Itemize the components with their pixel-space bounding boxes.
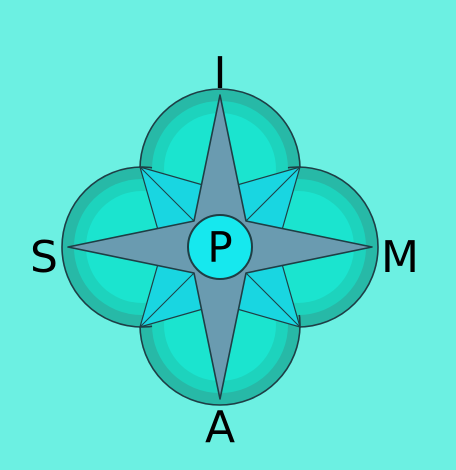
label-bottom: A: [205, 402, 235, 453]
label-left: S: [30, 232, 58, 283]
center-circle: [187, 214, 253, 280]
label-top: I: [214, 48, 227, 99]
diagonal-fins: [139, 166, 301, 328]
label-center: P: [207, 223, 232, 272]
label-right: M: [381, 232, 419, 283]
